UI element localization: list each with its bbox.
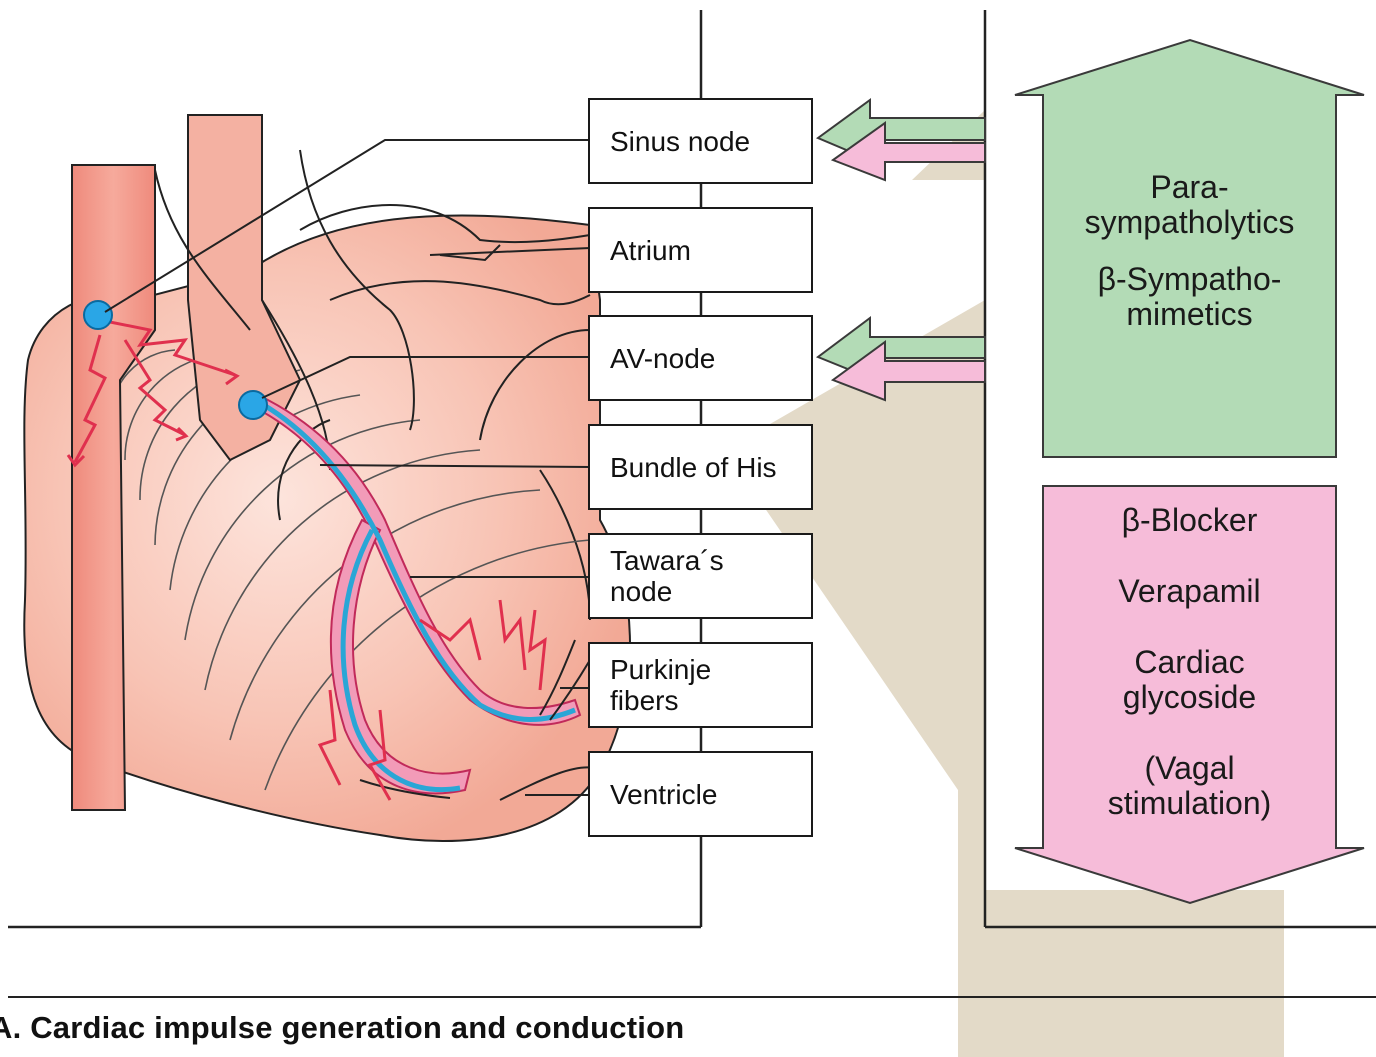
label-atrium: Atrium — [588, 207, 813, 293]
decrease-drugs: β-Blocker Verapamil Cardiac glycoside (V… — [1043, 503, 1336, 821]
label-ventricle: Ventricle — [588, 751, 813, 837]
drug-vagal-stimulation: (Vagal stimulation) — [1090, 751, 1290, 821]
av-node-dot — [239, 391, 267, 419]
increase-drugs: Para-sympatholytics β-Sympatho-mimetics — [1043, 170, 1336, 332]
drug-parasympatholytics: Para-sympatholytics — [1065, 170, 1315, 240]
sinus-node-dot — [84, 301, 112, 329]
drug-beta-blocker: β-Blocker — [1043, 503, 1336, 538]
label-purkinje-fibers: Purkinje fibers — [588, 642, 813, 728]
drug-verapamil: Verapamil — [1043, 574, 1336, 609]
label-tawara-node: Tawara´s node — [588, 533, 813, 619]
label-bundle-of-his: Bundle of His — [588, 424, 813, 510]
drug-beta-sympathomimetics: β-Sympatho-mimetics — [1075, 262, 1305, 332]
label-av-node: AV-node — [588, 315, 813, 401]
drug-cardiac-glycoside: Cardiac glycoside — [1105, 645, 1275, 715]
figure-caption: A. Cardiac impulse generation and conduc… — [0, 1010, 684, 1046]
label-sinus-node: Sinus node — [588, 98, 813, 184]
